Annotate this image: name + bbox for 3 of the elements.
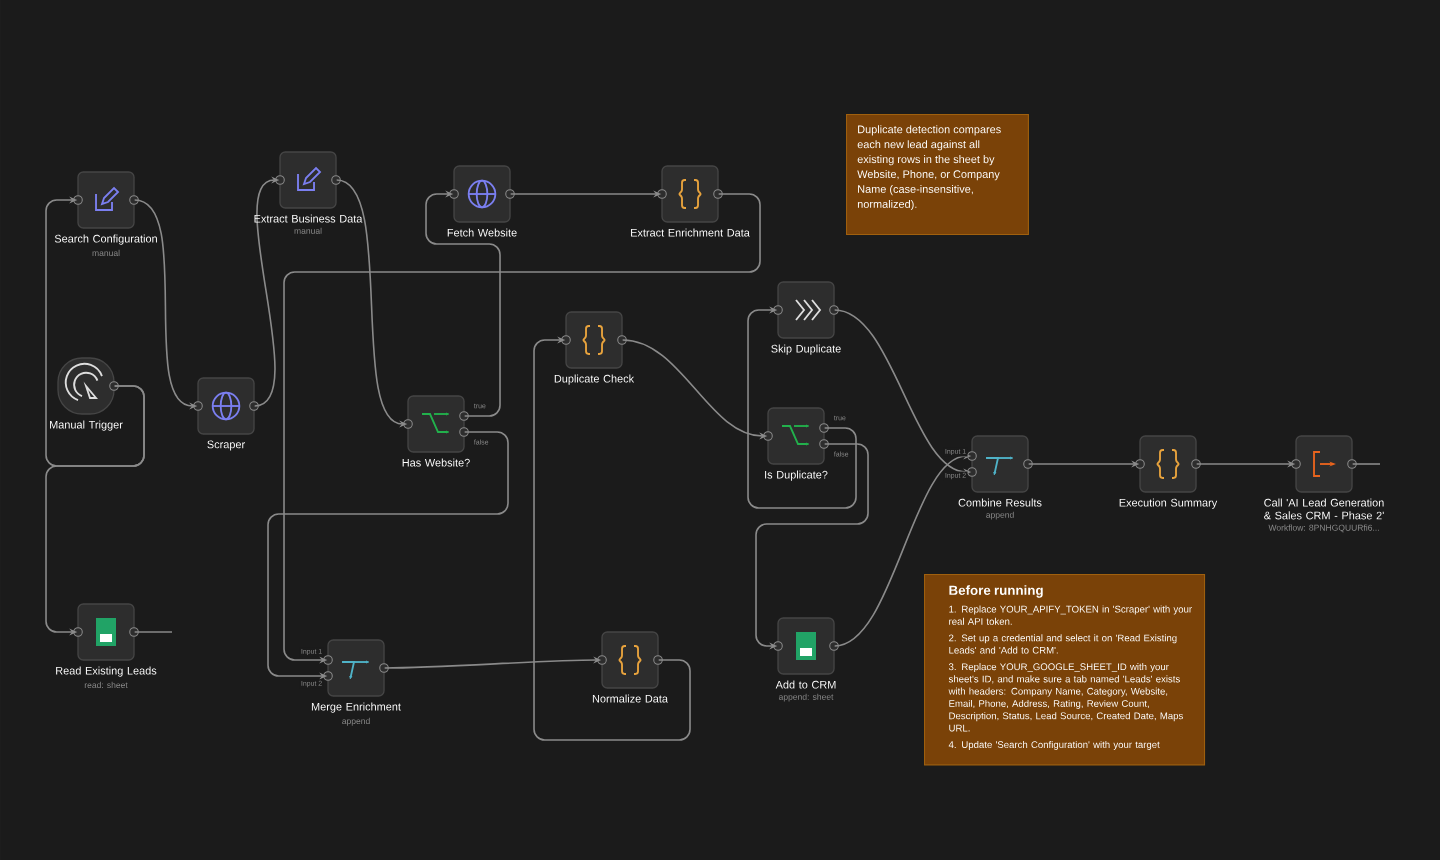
sticky-note	[924, 574, 1206, 766]
connector-arrow	[425, 190, 501, 417]
connector-arrow	[533, 336, 691, 741]
